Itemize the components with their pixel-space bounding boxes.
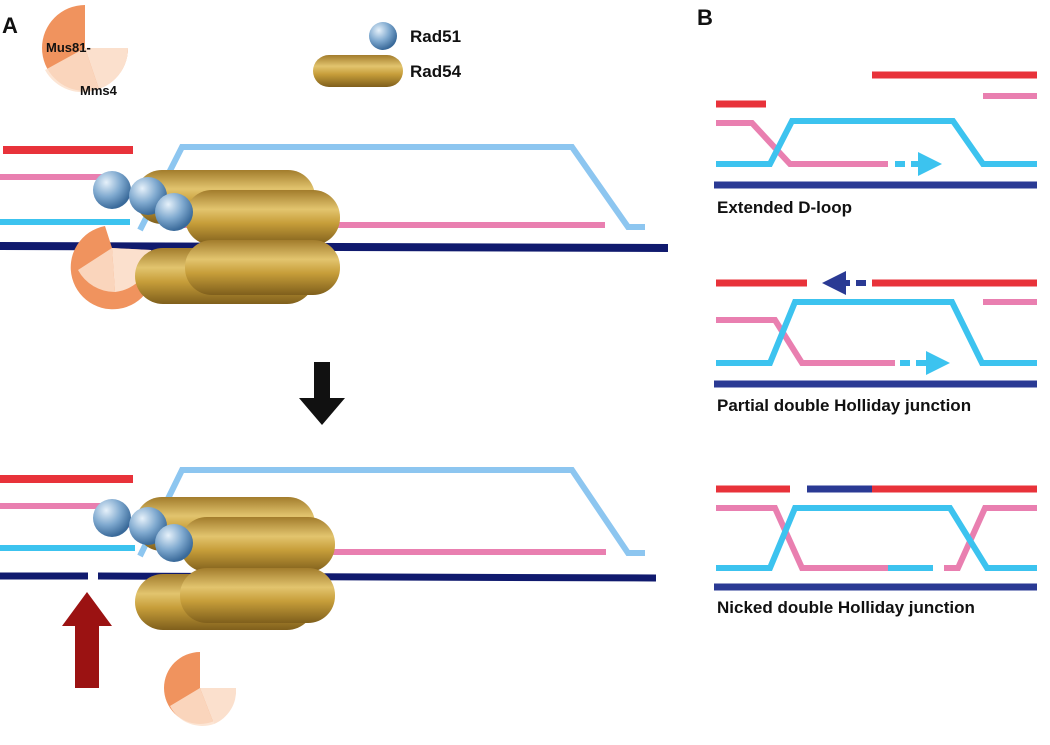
bottom-dloop-complex [0,467,657,726]
rad51-filament [93,499,193,562]
caption-partial-dhj: Partial double Holliday junction [717,396,971,415]
mus81-label: Mus81- [46,40,91,55]
rad54-legend-icon [313,55,403,87]
cleavage-up-arrow [62,592,112,688]
partial-dhj-schematic [714,271,1037,388]
top-dloop-complex [0,144,669,310]
panel-b-label: B [697,5,713,30]
caption-extended-dloop: Extended D-loop [717,198,852,217]
panel-a-label: A [2,13,18,38]
transition-down-arrow [299,362,345,425]
mus81-mms4-legend-icon [42,5,129,93]
mms4-label: Mms4 [80,83,118,98]
extended-dloop-schematic [714,71,1037,189]
rad54-cluster [135,170,340,304]
rad54-label: Rad54 [410,62,462,81]
rad51-label: Rad51 [410,27,461,46]
rad51-legend-icon [369,22,397,50]
rad51-filament [93,171,193,231]
nicked-dhj-schematic [714,485,1037,591]
released-mus81-mms4-complex [164,652,237,726]
rad54-cluster [135,497,335,630]
caption-nicked-dhj: Nicked double Holliday junction [717,598,975,617]
